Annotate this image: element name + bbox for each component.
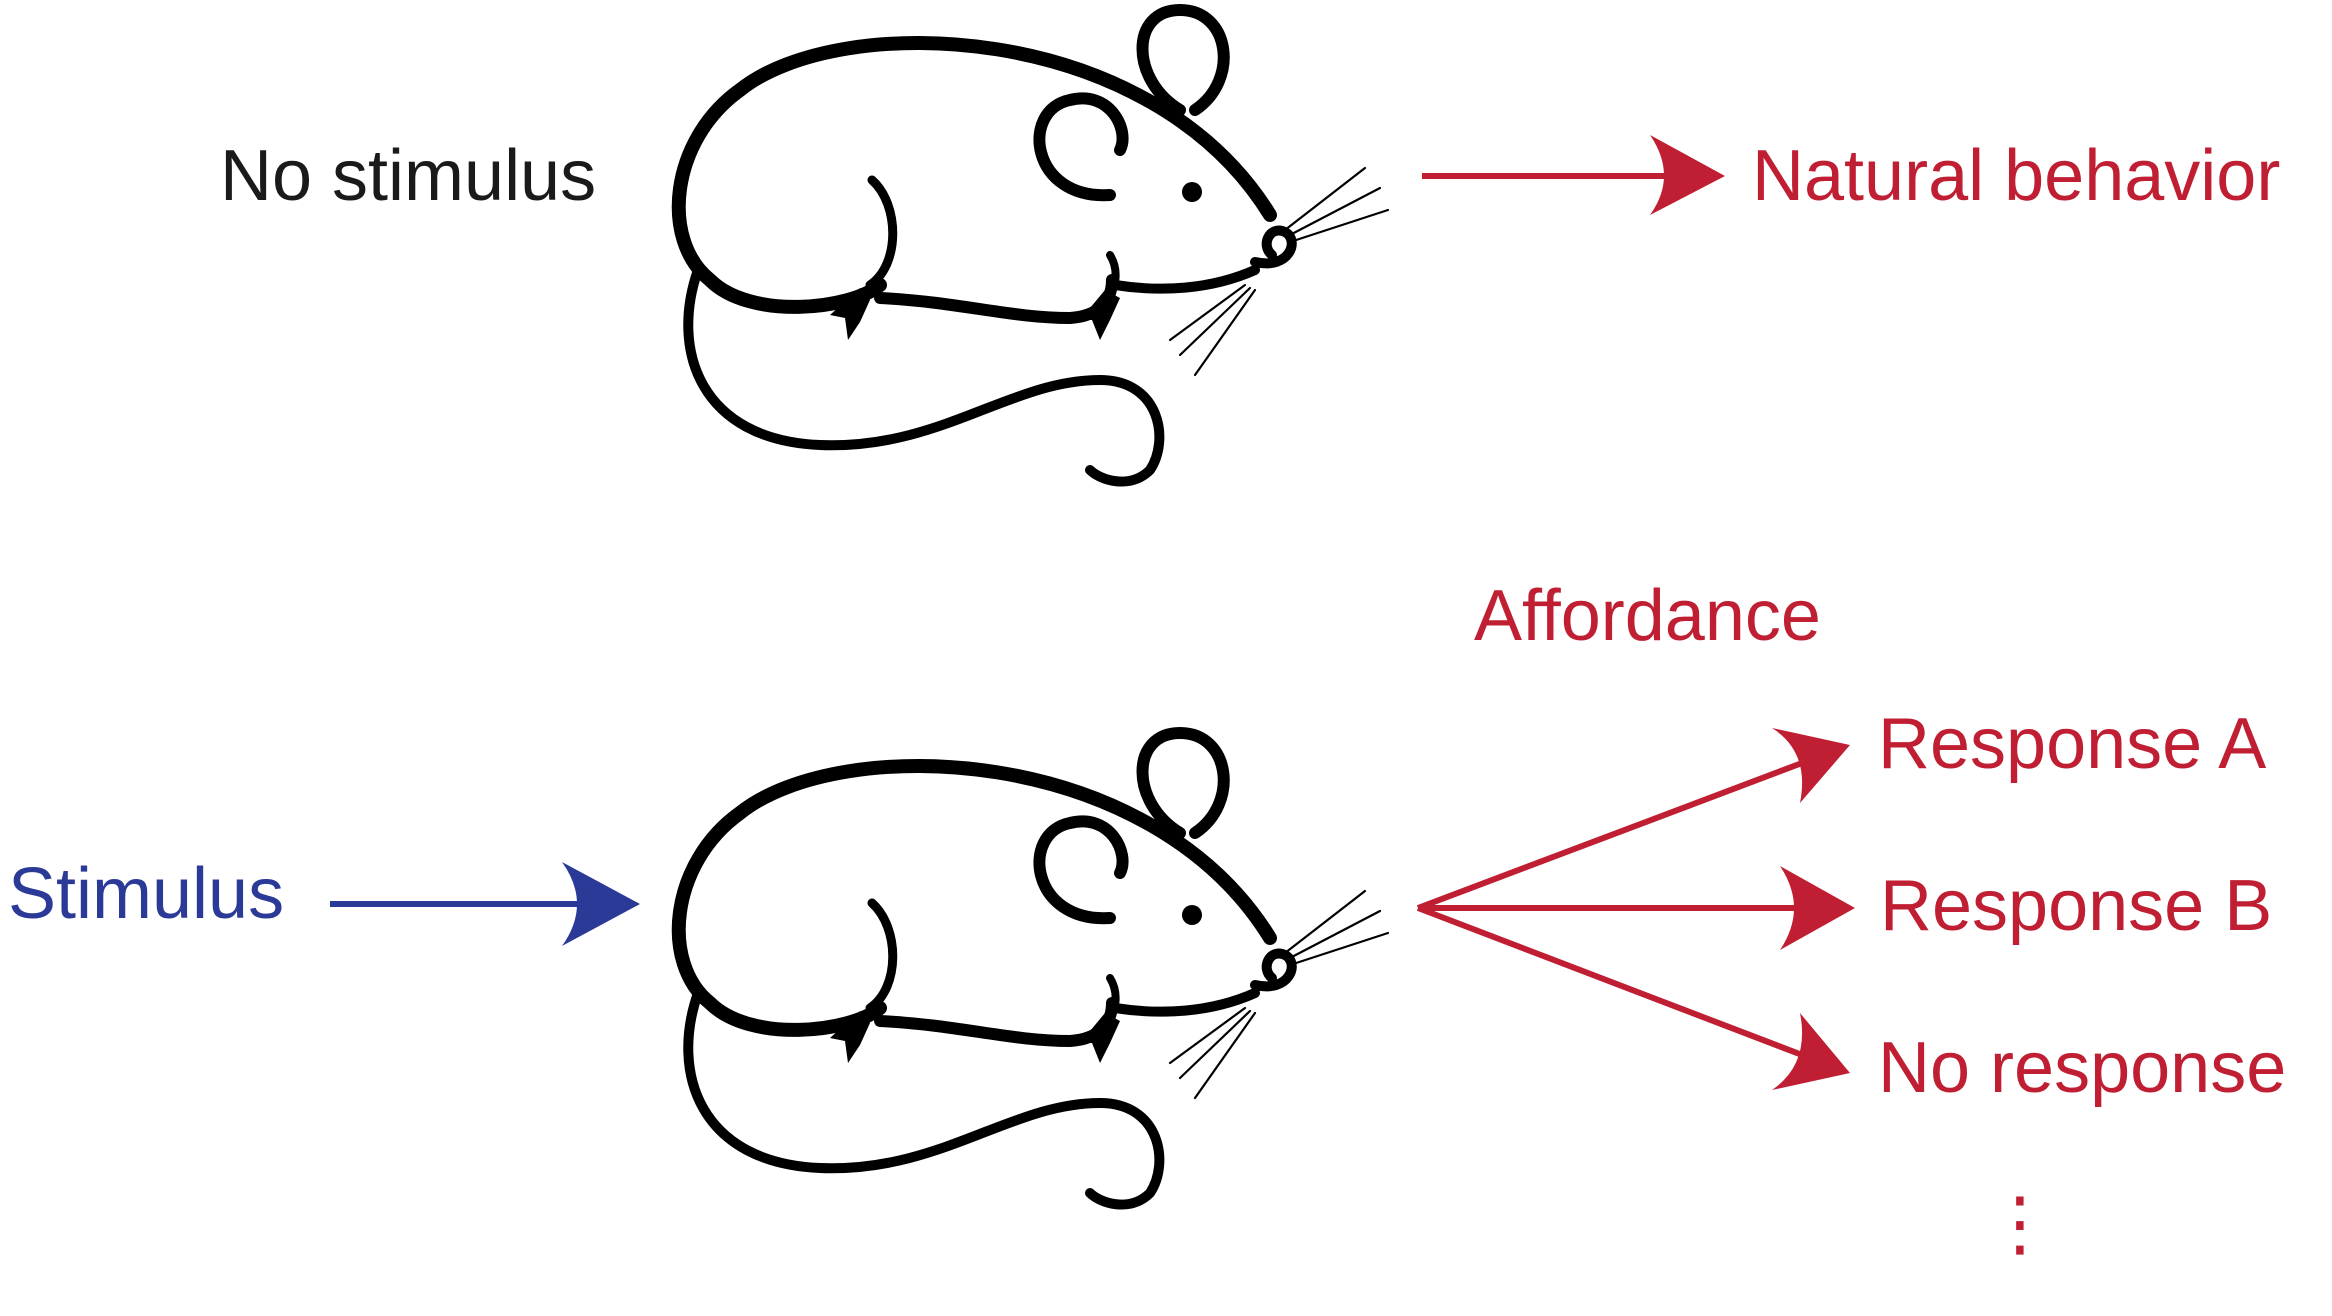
response-b-label: Response B — [1880, 866, 2272, 946]
response-a-label: Response A — [1878, 704, 2266, 784]
natural-behavior-label: Natural behavior — [1752, 136, 2280, 216]
stimulus-label: Stimulus — [8, 854, 284, 934]
mouse-icon — [679, 733, 1388, 1205]
response-a-arrow — [1416, 757, 1812, 911]
no-response-label: No response — [1878, 1028, 2286, 1108]
response-b-arrowhead — [1780, 866, 1855, 950]
top-output-arrowhead — [1650, 135, 1725, 215]
continuation-ellipsis: ⋮ — [1984, 1184, 2056, 1264]
mouse-icon — [679, 10, 1388, 482]
stimulus-arrowhead — [562, 862, 640, 946]
affordance-heading: Affordance — [1474, 576, 1821, 656]
no-stimulus-label: No stimulus — [220, 136, 596, 216]
response-a-arrowhead — [1772, 728, 1850, 803]
no-response-arrow — [1416, 905, 1812, 1061]
no-response-arrowhead — [1772, 1013, 1850, 1090]
